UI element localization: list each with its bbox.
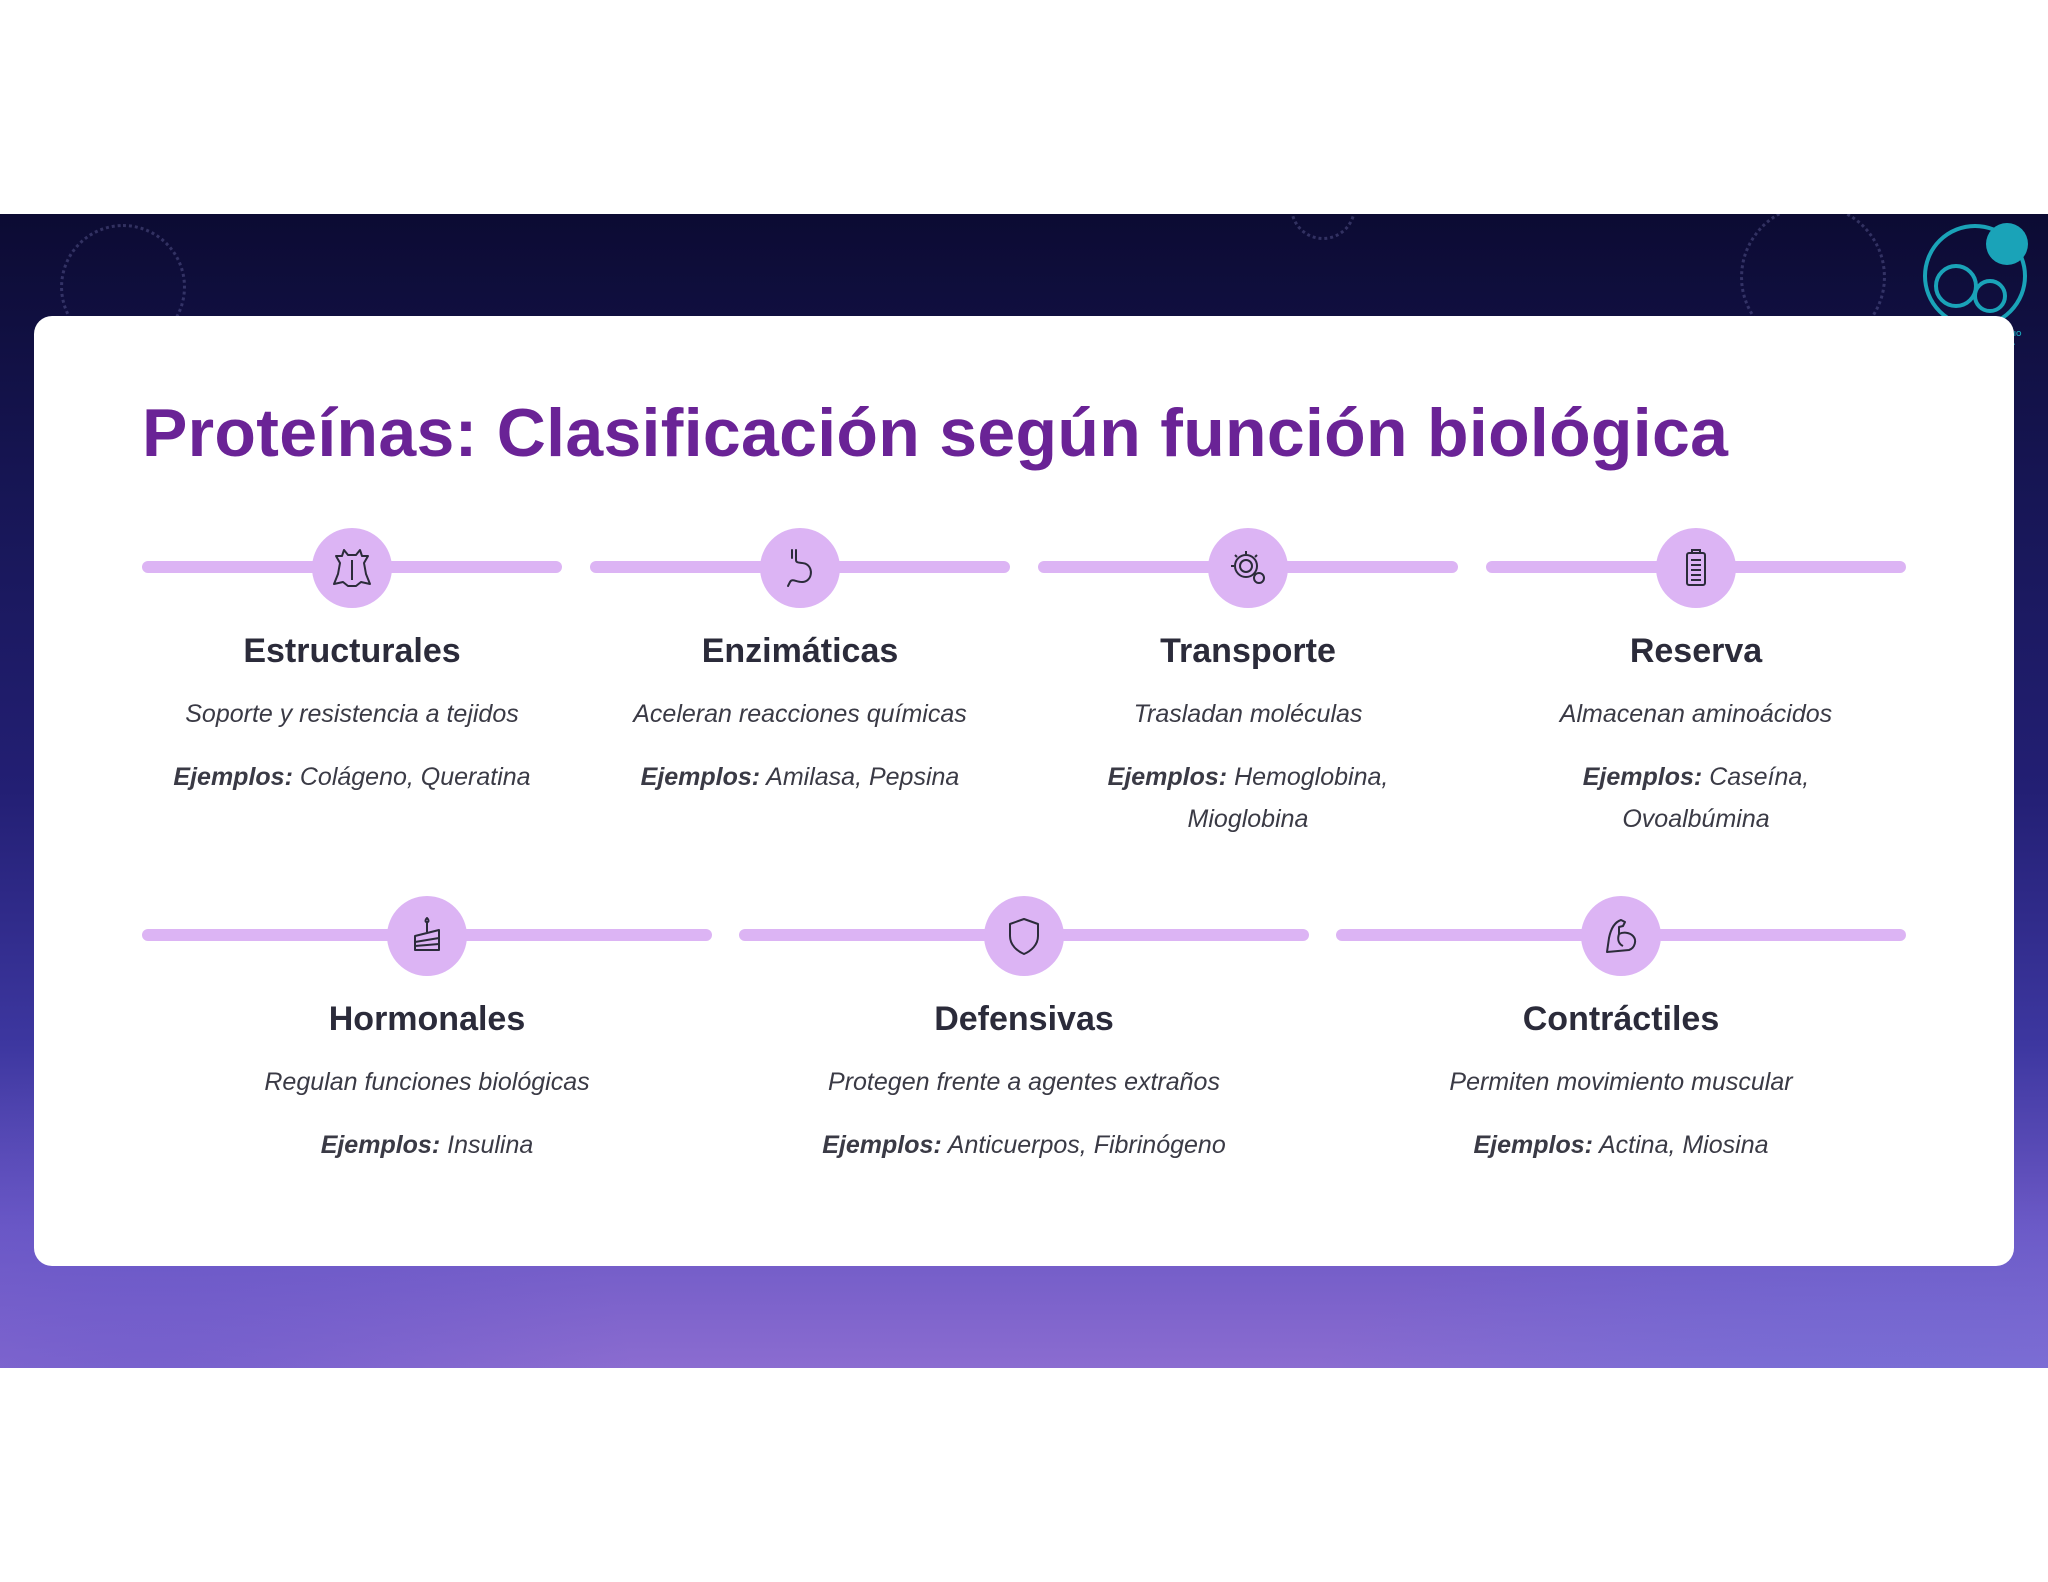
examples-label: Ejemplos: (320, 1131, 441, 1159)
category-examples: Ejemplos: Caseína, Ovoalbúmina (1506, 756, 1886, 840)
examples-label: Ejemplos: (1107, 763, 1228, 791)
category-hormonales: Hormonales Regulan funciones biológicas … (142, 896, 712, 1176)
category-examples: Ejemplos: Colágeno, Queratina (162, 756, 542, 798)
university-logo-icon (1923, 223, 2028, 328)
cake-icon (414, 917, 440, 951)
examples-label: Ejemplos: (822, 1131, 942, 1159)
category-label: Reserva (1629, 632, 1763, 670)
category-icon-circle (387, 896, 467, 976)
category-label: Contráctiles (1522, 1000, 1720, 1038)
category-icon-circle (984, 896, 1064, 976)
examples-value: Hemoglobina, Mioglobina (1187, 763, 1389, 833)
category-label: Defensivas (934, 1000, 1114, 1038)
category-examples: Ejemplos: Insulina (162, 1124, 692, 1166)
examples-value: Insulina (447, 1131, 534, 1159)
flexed-arm-icon (1606, 919, 1637, 953)
category-description: Protegen frente a agentes extraños (828, 1068, 1220, 1096)
examples-label: Ejemplos: (1473, 1131, 1593, 1159)
virus-decoration (1290, 214, 1356, 240)
category-examples: Ejemplos: Actina, Miosina (1356, 1124, 1886, 1166)
category-description: Regulan funciones biológicas (264, 1068, 590, 1096)
category-icon-circle (1656, 528, 1736, 608)
category-description: Aceleran reacciones químicas (633, 700, 967, 728)
category-icon-circle (312, 528, 392, 608)
examples-label: Ejemplos: (1582, 763, 1703, 791)
battery-icon (1686, 549, 1706, 586)
category-icon-circle (760, 528, 840, 608)
category-enzimaticas: Enzimáticas Aceleran reacciones químicas… (590, 528, 1010, 848)
category-label: Hormonales (328, 1000, 526, 1038)
category-description: Trasladan moléculas (1133, 700, 1363, 728)
slide-title: Proteínas: Clasificación según función b… (142, 395, 1729, 471)
category-description: Almacenan aminoácidos (1559, 700, 1833, 728)
category-icon-circle (1208, 528, 1288, 608)
examples-value: Caseína, Ovoalbúmina (1622, 763, 1810, 833)
molecule-cell-icon (1231, 551, 1265, 584)
category-defensivas: Defensivas Protegen frente a agentes ext… (739, 896, 1309, 1176)
category-label: Estructurales (243, 632, 461, 670)
examples-value: Actina, Miosina (1598, 1131, 1769, 1159)
examples-label: Ejemplos: (173, 763, 293, 791)
examples-label: Ejemplos: (640, 763, 761, 791)
content-card: Proteínas: Clasificación según función b… (34, 316, 2014, 1266)
category-description: Soporte y resistencia a tejidos (185, 700, 519, 728)
category-estructurales: Estructurales Soporte y resistencia a te… (142, 528, 562, 848)
category-icon-circle (1581, 896, 1661, 976)
category-examples: Ejemplos: Anticuerpos, Fibrinógeno (759, 1124, 1289, 1166)
examples-value: Amilasa, Pepsina (766, 763, 960, 791)
category-transporte: Transporte Trasladan moléculas Ejemplos:… (1038, 528, 1458, 848)
category-description: Permiten movimiento muscular (1449, 1068, 1793, 1096)
category-examples: Ejemplos: Hemoglobina, Mioglobina (1098, 756, 1398, 840)
category-label: Transporte (1160, 632, 1336, 670)
examples-value: Colágeno, Queratina (299, 763, 531, 791)
shield-icon (1009, 918, 1039, 955)
hide-skin-icon (333, 549, 371, 587)
category-contractiles: Contráctiles Permiten movimiento muscula… (1336, 896, 1906, 1176)
category-label: Enzimáticas (701, 632, 899, 670)
category-examples: Ejemplos: Amilasa, Pepsina (610, 756, 990, 798)
examples-value: Anticuerpos, Fibrinógeno (947, 1131, 1226, 1159)
stomach-icon (787, 549, 812, 587)
slide: UNL • CENTRO UNIVERSITARIO RECONQUISTA-A… (0, 214, 2048, 1368)
category-reserva: Reserva Almacenan aminoácidos Ejemplos: … (1486, 528, 1906, 848)
